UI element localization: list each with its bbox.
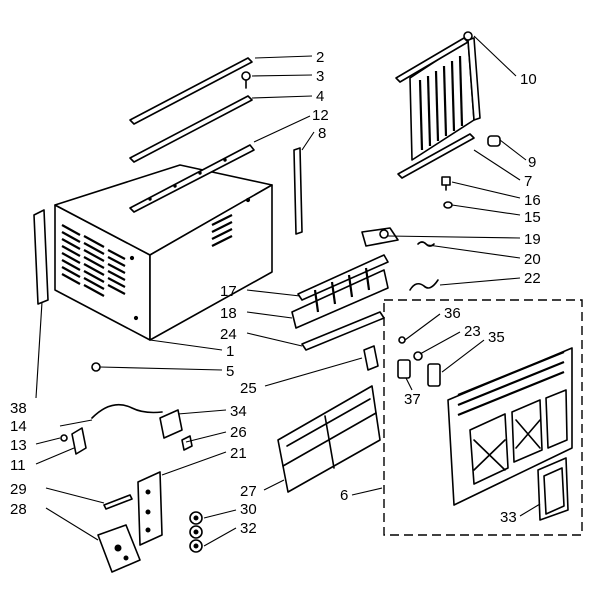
callout-17: 17: [220, 283, 237, 300]
top-rail-part: [129, 57, 255, 213]
callout-23: 23: [464, 323, 481, 340]
clip-part: [409, 241, 439, 291]
callout-1: 1: [226, 343, 234, 360]
callout-25: 25: [240, 380, 257, 397]
callout-19: 19: [524, 231, 541, 248]
bracket-assembly-part: [291, 227, 399, 351]
callout-26: 26: [230, 424, 247, 441]
leader-lines: [35, 35, 541, 547]
callout-27: 27: [240, 483, 257, 500]
knob-part: [487, 135, 501, 147]
screw-part: [91, 362, 101, 372]
callout-24: 24: [220, 326, 237, 343]
front-panel-group: [383, 299, 583, 536]
callout-37: 37: [404, 391, 421, 408]
knob-part: [97, 494, 203, 573]
callout-34: 34: [230, 403, 247, 420]
callout-29: 29: [10, 481, 27, 498]
screw-part: [241, 71, 251, 89]
control-plate-part: [137, 471, 163, 546]
callout-9: 9: [528, 154, 536, 171]
callout-16: 16: [524, 192, 541, 209]
side-rail-part: [33, 209, 49, 305]
fastener-part: [441, 176, 453, 209]
callout-28: 28: [10, 501, 27, 518]
switch-part: [60, 403, 193, 455]
air-filter-part: [277, 385, 381, 493]
callout-32: 32: [240, 520, 257, 537]
callout-5: 5: [226, 363, 234, 380]
callout-7: 7: [524, 173, 532, 190]
callout-4: 4: [316, 88, 324, 105]
callout-22: 22: [524, 270, 541, 287]
callout-8: 8: [318, 125, 326, 142]
callout-11: 11: [10, 457, 26, 474]
callout-labels: 2 3 4 12 8 10 9 7 16 15 19 20 22 17 18 2…: [10, 49, 541, 537]
callout-14: 14: [10, 418, 27, 435]
callout-21: 21: [230, 445, 247, 462]
cabinet-part: [54, 164, 273, 341]
callout-36: 36: [444, 305, 461, 322]
block-part: [363, 345, 379, 371]
callout-18: 18: [220, 305, 237, 322]
condenser-coil-part: [395, 31, 481, 179]
callout-38: 38: [10, 400, 27, 417]
callout-30: 30: [240, 501, 257, 518]
callout-2: 2: [316, 49, 324, 66]
callout-35: 35: [488, 329, 505, 346]
callout-10: 10: [520, 71, 537, 88]
callout-20: 20: [524, 251, 541, 268]
bracket-part: [293, 147, 303, 235]
callout-13: 13: [10, 437, 27, 454]
callout-15: 15: [524, 209, 541, 226]
callout-3: 3: [316, 68, 324, 85]
callout-12: 12: [312, 107, 329, 124]
callout-6: 6: [340, 487, 348, 504]
callout-33: 33: [500, 509, 517, 526]
